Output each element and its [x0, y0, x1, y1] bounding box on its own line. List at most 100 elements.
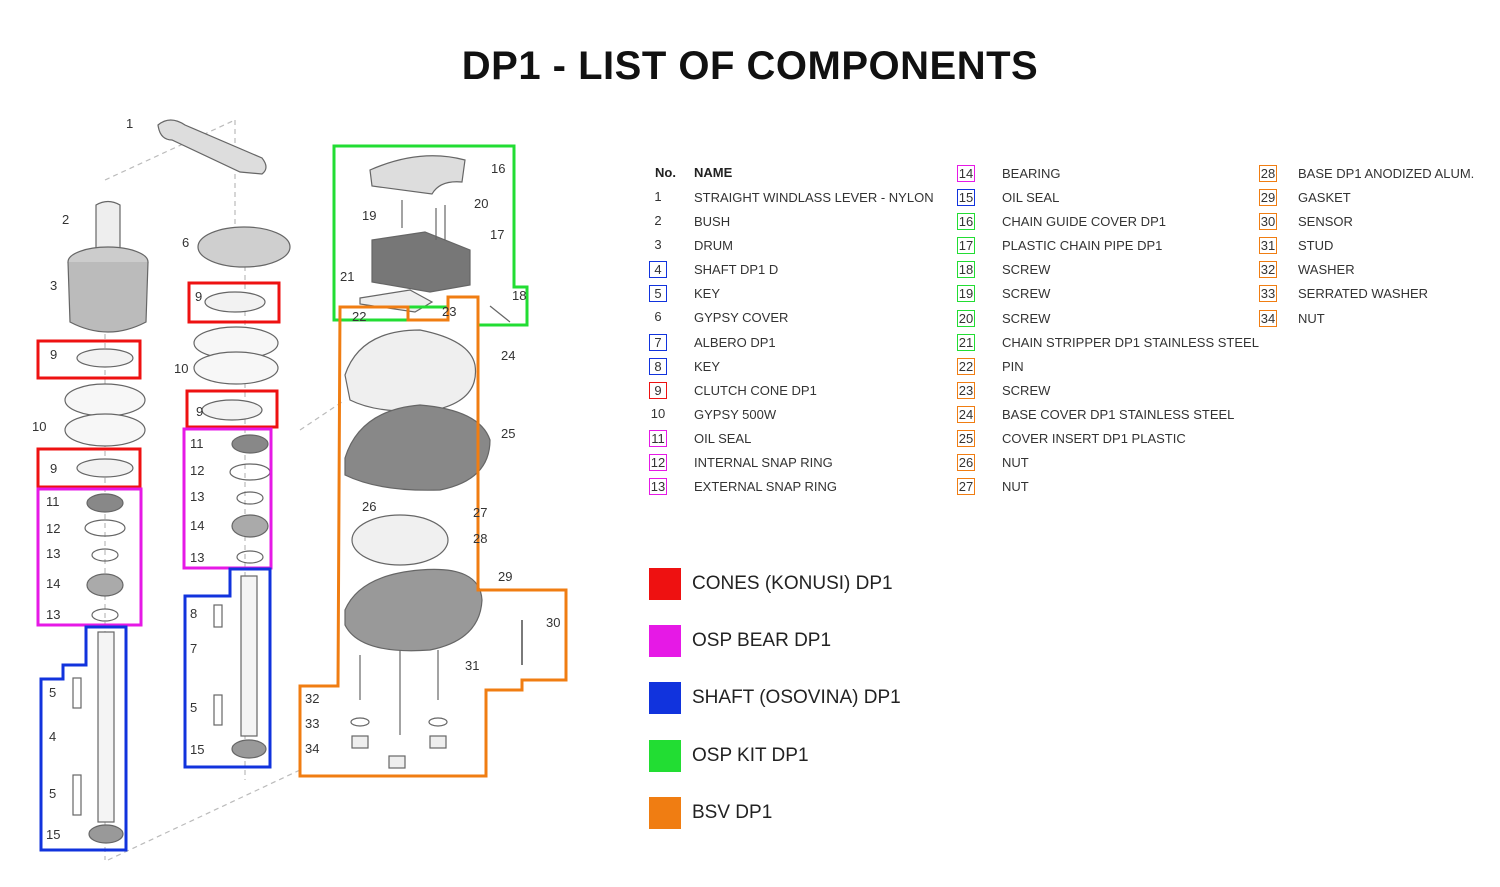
- component-number: 8: [649, 357, 667, 375]
- part-label: 9: [196, 404, 203, 419]
- cover-insert-part: [344, 404, 491, 491]
- base-cover-part: [344, 329, 477, 412]
- outline-bear: [36, 487, 143, 627]
- part-label: 11: [46, 494, 60, 509]
- component-name: STRAIGHT WINDLASS LEVER - NYLON: [694, 190, 934, 205]
- gypsy-part: [64, 413, 146, 447]
- component-name: CLUTCH CONE DP1: [694, 382, 817, 398]
- component-name: OIL SEAL: [1002, 190, 1060, 206]
- component-number: 20: [957, 309, 975, 327]
- outline-cones: [36, 339, 142, 380]
- part-label: 7: [190, 641, 197, 656]
- chain-stripper-part: [359, 289, 434, 313]
- component-number: 7: [649, 333, 667, 351]
- part-label: 9: [50, 461, 57, 476]
- component-number: 32: [1259, 261, 1277, 279]
- component-number: 1: [654, 189, 662, 204]
- cone-part: [201, 399, 263, 421]
- component-number: 24: [957, 405, 975, 423]
- table-header: No. NAME: [649, 165, 949, 181]
- component-number: 31: [1259, 237, 1277, 255]
- part-label: 33: [305, 716, 319, 731]
- part-label: 13: [46, 546, 60, 561]
- part-label: 32: [305, 691, 319, 706]
- part-label: 15: [190, 742, 204, 757]
- part-label: 1: [126, 116, 133, 131]
- component-number: 4: [649, 261, 667, 279]
- component-name: SCREW: [1002, 286, 1051, 302]
- component-name: KEY: [694, 358, 721, 374]
- lever-part: [157, 119, 267, 175]
- component-row: 27 NUT: [957, 478, 1257, 502]
- legend-swatch: [649, 796, 681, 829]
- part-label: 10: [32, 419, 46, 434]
- component-number: 25: [957, 430, 975, 448]
- gypsy-cover-part: [197, 226, 291, 268]
- chain-guide-cover-part: [369, 155, 466, 195]
- component-number: 27: [957, 478, 975, 496]
- component-number: 13: [649, 478, 667, 496]
- component-number: 14: [957, 165, 975, 182]
- component-name: SCREW: [1002, 382, 1051, 398]
- drum-part: [67, 261, 149, 333]
- component-name: NUT: [1002, 479, 1029, 495]
- part-label: 10: [174, 361, 188, 376]
- chain-pipe-part: [371, 231, 471, 293]
- legend-label: SHAFT (OSOVINA) DP1: [692, 687, 901, 709]
- part-label: 34: [305, 741, 319, 756]
- component-row: 14 BEARING: [957, 165, 1257, 189]
- component-number: 3: [654, 237, 662, 253]
- cone-part: [76, 348, 134, 368]
- cone-part: [204, 291, 266, 313]
- part-label: 12: [46, 521, 60, 536]
- component-number: 22: [957, 357, 975, 375]
- component-row: 17 PLASTIC CHAIN PIPE DP1: [957, 237, 1257, 261]
- part-label: 14: [46, 576, 60, 591]
- component-number: 23: [957, 381, 975, 399]
- part-label: 29: [498, 569, 512, 584]
- component-number: 17: [957, 237, 975, 255]
- part-label: 19: [362, 208, 376, 223]
- component-name: GYPSY COVER: [694, 310, 789, 326]
- part-label: 15: [46, 827, 60, 842]
- part-label: 8: [190, 606, 197, 621]
- component-name: SHAFT DP1 D: [694, 262, 779, 278]
- gypsy-part: [64, 383, 146, 417]
- legend-label: CONES (KONUSI) DP1: [692, 573, 893, 594]
- component-name: GASKET: [1298, 190, 1351, 206]
- legend-label: BSV DP1: [692, 801, 773, 823]
- legend-label: OSP BEAR DP1: [692, 630, 832, 652]
- component-number: 9: [649, 381, 667, 399]
- part-label: 21: [340, 269, 354, 284]
- component-number: 30: [1259, 213, 1277, 231]
- component-number: 29: [1259, 189, 1277, 207]
- part-label: 27: [473, 505, 487, 520]
- component-name: PLASTIC CHAIN PIPE DP1: [1002, 238, 1163, 254]
- shaft-part: [97, 631, 115, 823]
- component-row: 29 GASKET: [1259, 189, 1489, 213]
- component-number: 26: [957, 454, 975, 472]
- component-name: BEARING: [1002, 166, 1061, 181]
- component-row: 23 SCREW: [957, 381, 1257, 406]
- part-label: 5: [190, 700, 197, 715]
- component-name: KEY: [694, 286, 721, 302]
- component-number: 10: [650, 405, 666, 421]
- exploded-diagram: 1239109111213141354515691091112131413875…: [32, 116, 568, 861]
- part-label: 24: [501, 348, 515, 363]
- components-column-1: No. NAME 1 STRAIGHT WINDLASS LEVER - NYLO…: [649, 165, 949, 502]
- component-row: 8 KEY: [649, 357, 949, 382]
- component-name: DRUM: [694, 238, 733, 254]
